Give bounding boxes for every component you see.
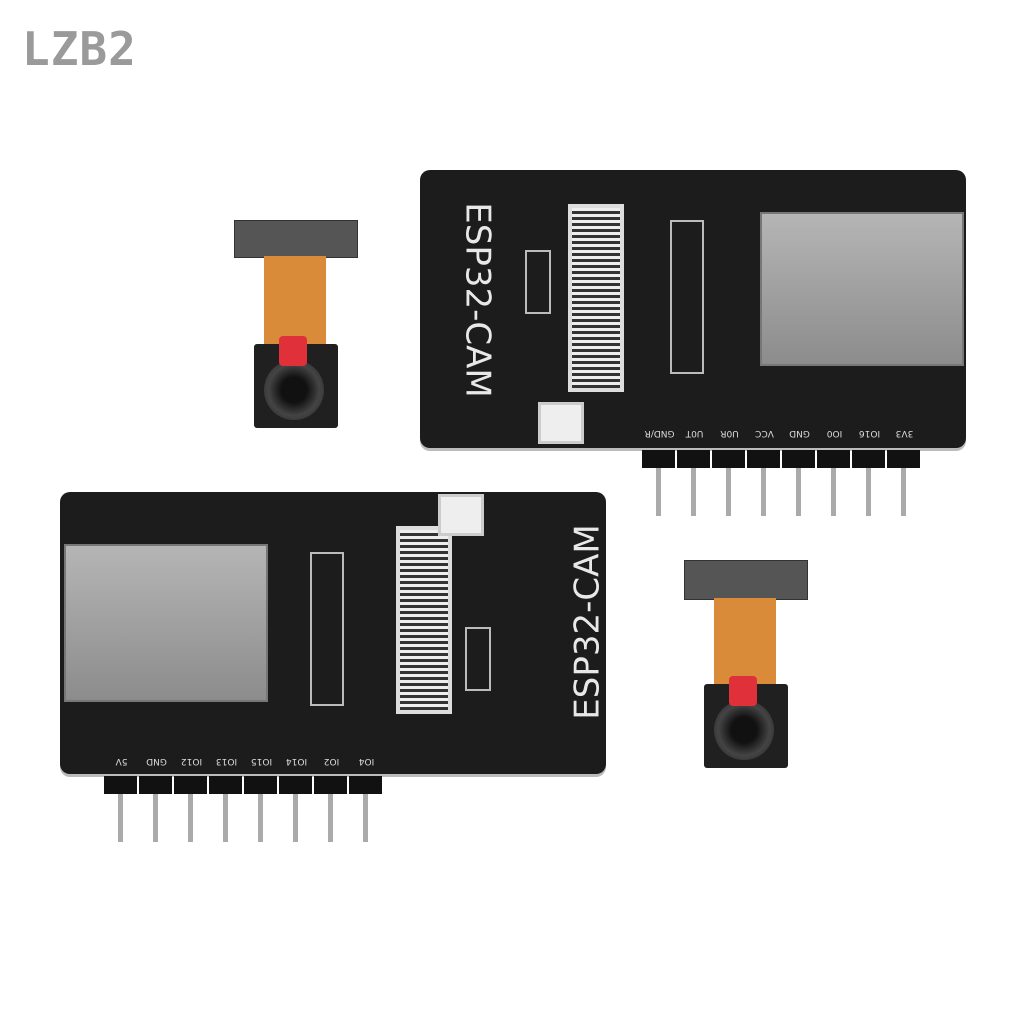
component: [670, 220, 704, 374]
flash-led: [538, 402, 584, 444]
camera-connector: [568, 204, 624, 392]
sd-card-slot: [64, 544, 268, 702]
pin-header: [642, 450, 922, 520]
board-title: ESP32-CAM: [457, 202, 498, 398]
sd-card-slot: [760, 212, 964, 366]
component: [310, 552, 344, 706]
camera-connector: [396, 526, 452, 714]
pin-labels: 5V GND IO12 IO13 IO15 IO14 IO2 IO4: [115, 756, 375, 766]
esp32-cam-board-top: ESP32-CAM GND/R U0T U0R VCC GND IO0 IO16…: [420, 170, 966, 448]
board-title: ESP32-CAM: [567, 524, 608, 720]
pin-header: [104, 776, 384, 846]
pin-labels: GND/R U0T U0R VCC GND IO0 IO16 3V3: [644, 428, 914, 438]
esp32-cam-board-bottom: ESP32-CAM 5V GND IO12 IO13 IO15 IO14 IO2…: [60, 492, 608, 774]
watermark: LZB2: [22, 22, 137, 76]
component: [525, 250, 551, 314]
component: [465, 627, 491, 691]
flash-led: [438, 494, 484, 536]
